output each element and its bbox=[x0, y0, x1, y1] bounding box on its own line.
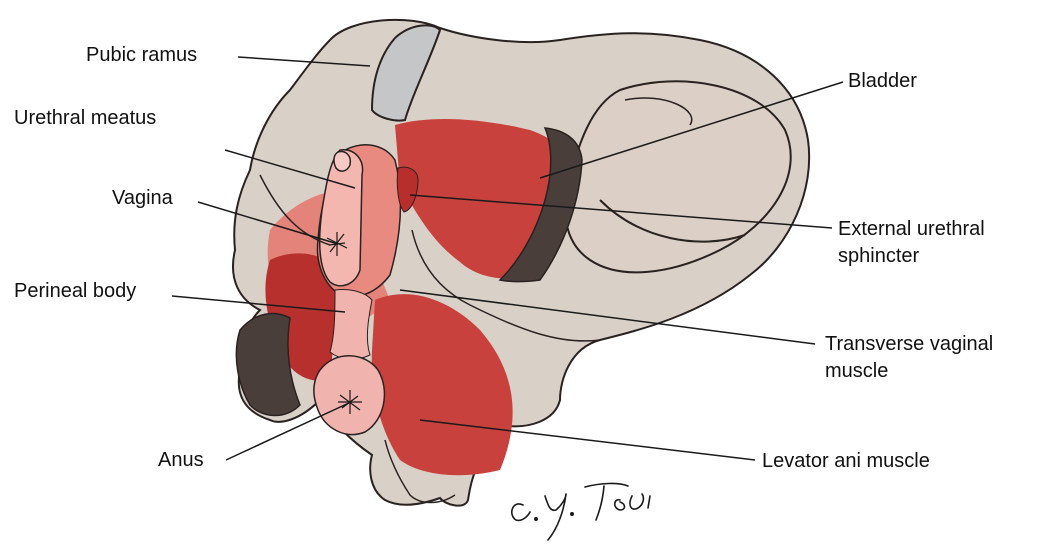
label-vagina-text: Vagina bbox=[112, 185, 173, 212]
label-external-urethral-sphincter-line1: External urethral bbox=[838, 216, 985, 243]
urethral-meatus-shape bbox=[334, 152, 350, 172]
label-pubic-ramus: Pubic ramus bbox=[86, 42, 197, 69]
label-anus-text: Anus bbox=[158, 447, 204, 474]
label-bladder: Bladder bbox=[848, 68, 917, 95]
label-urethral-meatus-text: Urethral meatus bbox=[14, 105, 156, 132]
label-external-urethral-sphincter-line2: sphincter bbox=[838, 243, 985, 270]
label-bladder-text: Bladder bbox=[848, 68, 917, 95]
label-external-urethral-sphincter: External urethral sphincter bbox=[838, 216, 985, 270]
label-perineal-body: Perineal body bbox=[14, 278, 136, 305]
artist-signature bbox=[512, 483, 650, 540]
label-transverse-vaginal-muscle-line1: Transverse vaginal bbox=[825, 331, 993, 358]
label-levator-ani-muscle-text: Levator ani muscle bbox=[762, 448, 930, 475]
perineal-body-shape bbox=[330, 289, 372, 359]
label-transverse-vaginal-muscle-line2: muscle bbox=[825, 358, 993, 385]
anal-sphincter bbox=[314, 356, 385, 435]
label-perineal-body-text: Perineal body bbox=[14, 278, 136, 305]
label-urethral-meatus: Urethral meatus bbox=[14, 105, 156, 132]
label-vagina: Vagina bbox=[112, 185, 173, 212]
label-pubic-ramus-text: Pubic ramus bbox=[86, 42, 197, 69]
label-anus: Anus bbox=[158, 447, 204, 474]
label-transverse-vaginal-muscle: Transverse vaginal muscle bbox=[825, 331, 993, 385]
label-levator-ani-muscle: Levator ani muscle bbox=[762, 448, 930, 475]
